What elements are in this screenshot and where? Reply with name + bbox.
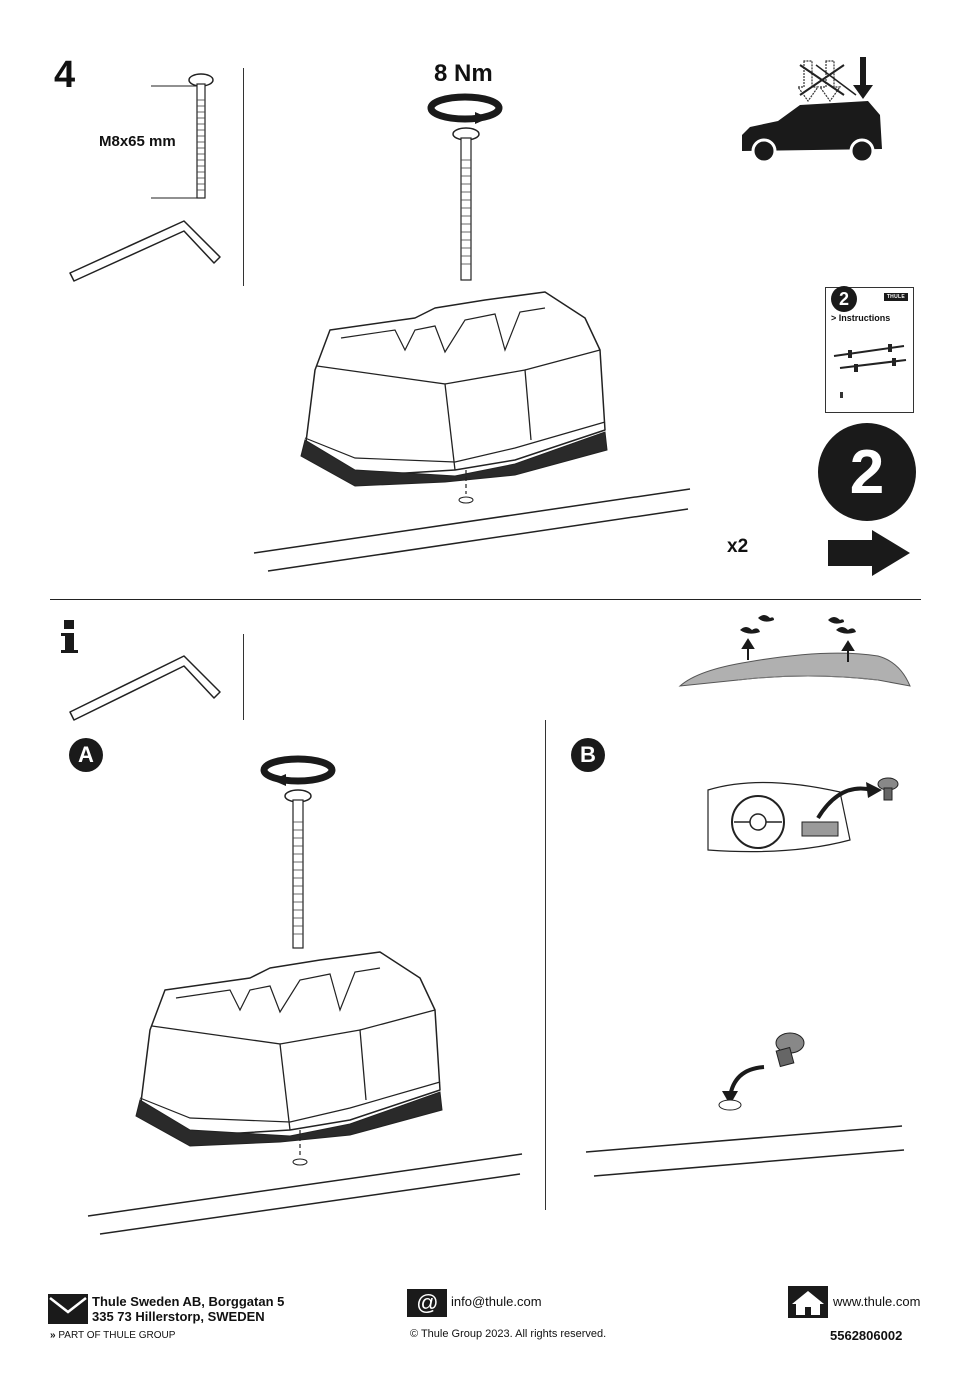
plug-insert-illustration (718, 1032, 805, 1111)
option-b-badge: B (571, 738, 605, 772)
quantity-label: x2 (727, 536, 749, 557)
address-line-1: Thule Sweden AB, Borggatan 5 (92, 1294, 285, 1309)
info-icon (61, 620, 78, 653)
dashboard-storage-illustration (707, 777, 899, 853)
roof-surface-lines (585, 1125, 905, 1177)
company-address: Thule Sweden AB, Borggatan 5 335 73 Hill… (92, 1294, 284, 1324)
car-icon (742, 57, 882, 164)
document-number: 5562806002 (830, 1328, 903, 1343)
group-text: PART OF THULE GROUP (58, 1330, 176, 1341)
roof-foot-illustration (300, 291, 608, 504)
address-line-2: 335 73 Hillerstorp, SWEDEN (92, 1309, 265, 1324)
roof-surface-lines (253, 488, 691, 572)
roof-plugs-removal-illustration (678, 615, 911, 687)
separator (243, 634, 244, 720)
home-icon (788, 1286, 828, 1318)
chevron-right-icon: » (50, 1330, 56, 1341)
screw-icon (151, 73, 214, 199)
separator (243, 68, 244, 286)
step-number: 4 (54, 54, 76, 96)
option-a-badge: A (69, 738, 103, 772)
website-link[interactable]: www.thule.com (833, 1294, 921, 1309)
hex-key-icon (69, 655, 221, 721)
rotate-arrow-icon (427, 93, 503, 281)
email-link[interactable]: info@thule.com (451, 1294, 542, 1309)
section-divider (50, 599, 921, 600)
instructions-booklet: 2 THULE > Instructions (825, 286, 914, 413)
roof-bars-icon (833, 344, 907, 372)
separator (545, 720, 546, 1210)
torque-label: 8 Nm (434, 60, 493, 87)
roof-surface-lines (87, 1153, 523, 1235)
screw-mini-icon (840, 392, 843, 398)
screw-size-label: M8x65 mm (99, 133, 176, 150)
at-icon: @ (407, 1289, 447, 1317)
booklet-label: > Instructions (831, 313, 891, 323)
rotate-arrow-icon (260, 755, 336, 949)
booklet-step-number: 2 (831, 286, 857, 312)
hex-key-icon (69, 220, 221, 282)
group-label: » PART OF THULE GROUP (50, 1330, 175, 1341)
booklet-brand-logo: THULE (883, 293, 908, 301)
copyright: © Thule Group 2023. All rights reserved. (410, 1328, 607, 1340)
roof-foot-illustration (135, 951, 443, 1166)
next-step-badge: 2 (818, 423, 916, 521)
arrow-right-icon (828, 530, 910, 576)
mail-icon (48, 1294, 88, 1324)
